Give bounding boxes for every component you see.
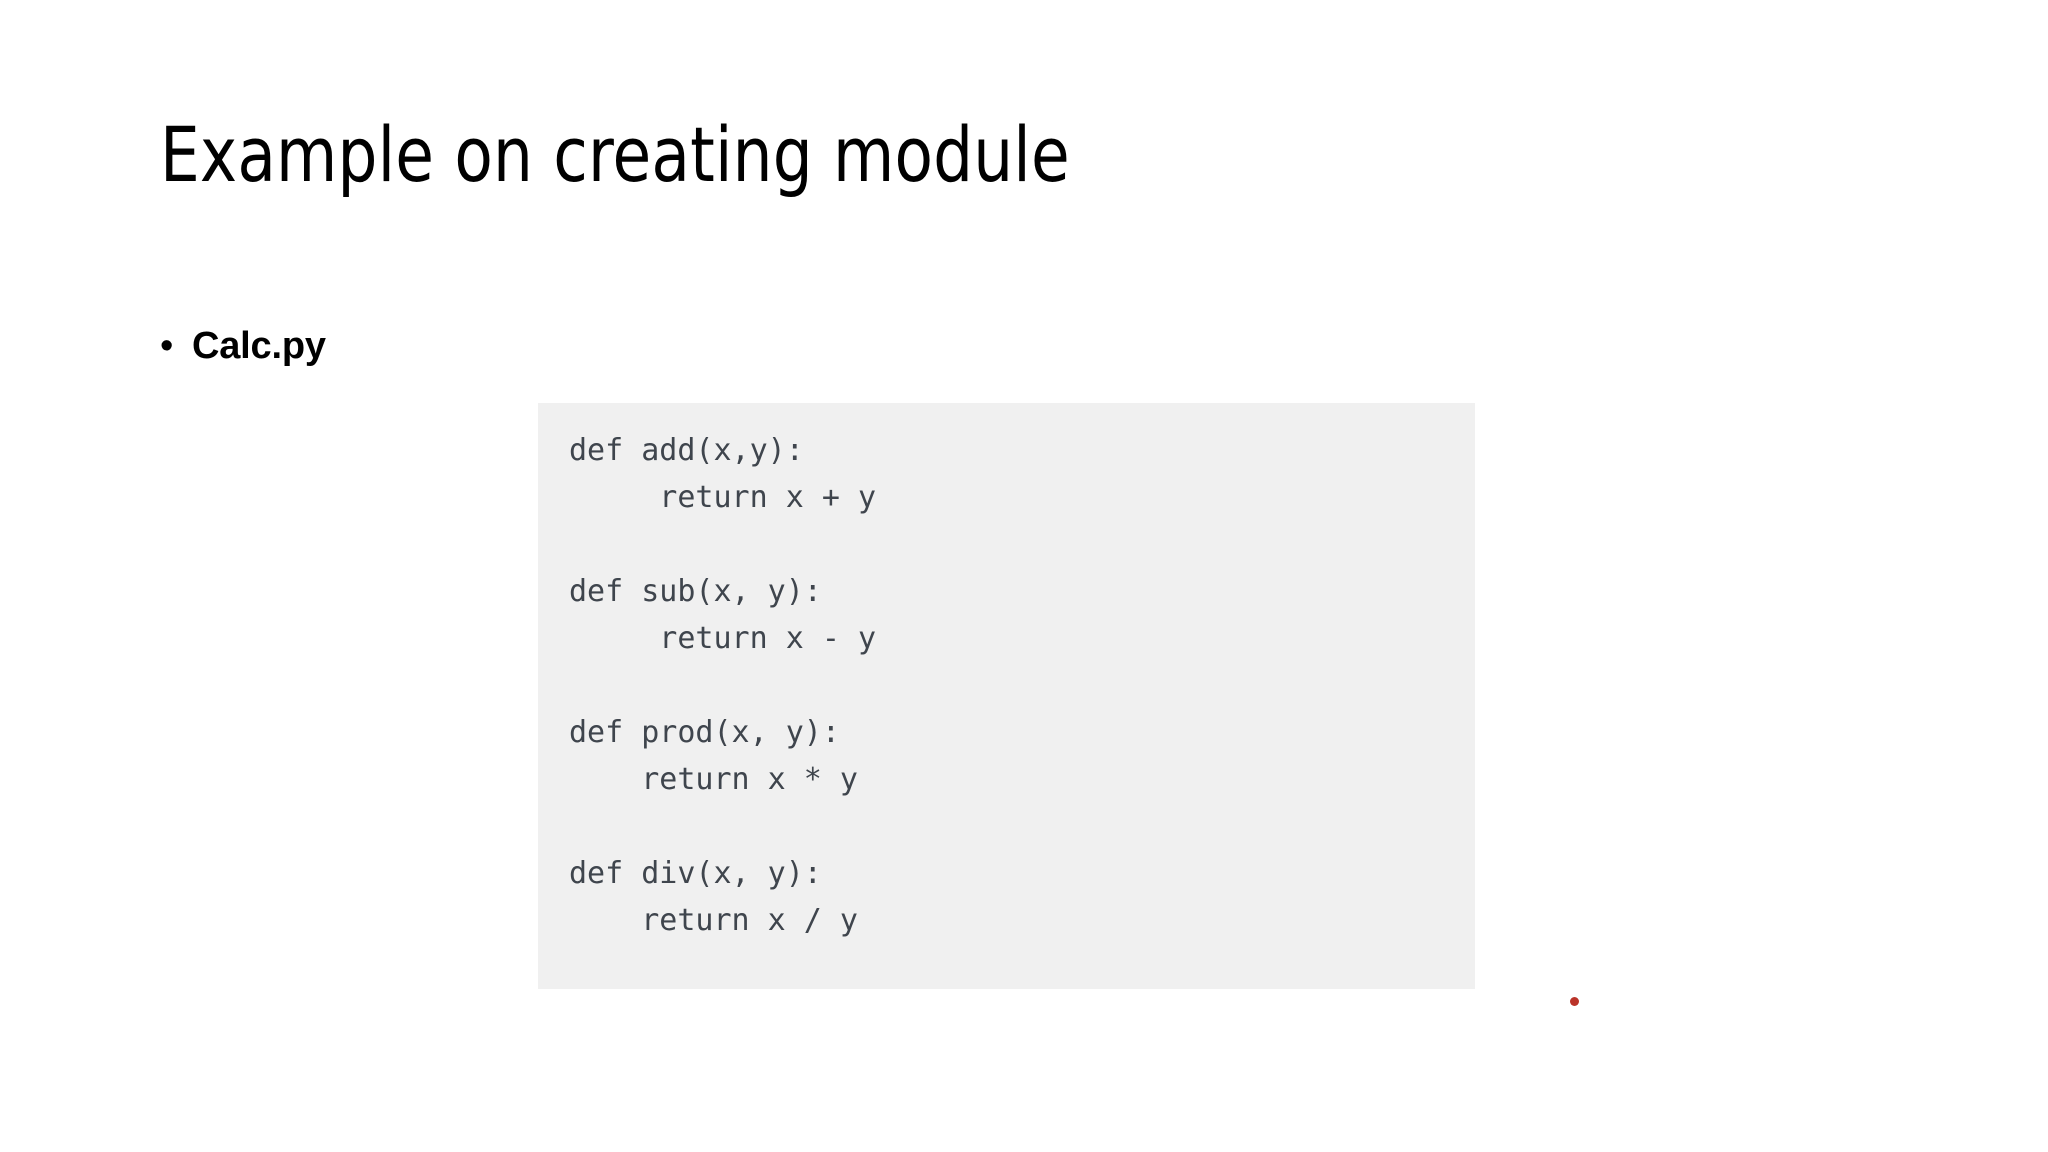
bullet-list-item: • Calc.py: [160, 322, 326, 370]
red-dot-icon: [1570, 997, 1579, 1006]
code-listing: def add(x,y): return x + y def sub(x, y)…: [569, 433, 877, 938]
bullet-point-icon: •: [160, 325, 174, 367]
bullet-item-label: Calc.py: [192, 325, 326, 367]
code-panel: def add(x,y): return x + y def sub(x, y)…: [538, 403, 1579, 1006]
page-title: Example on creating module: [160, 110, 1070, 199]
